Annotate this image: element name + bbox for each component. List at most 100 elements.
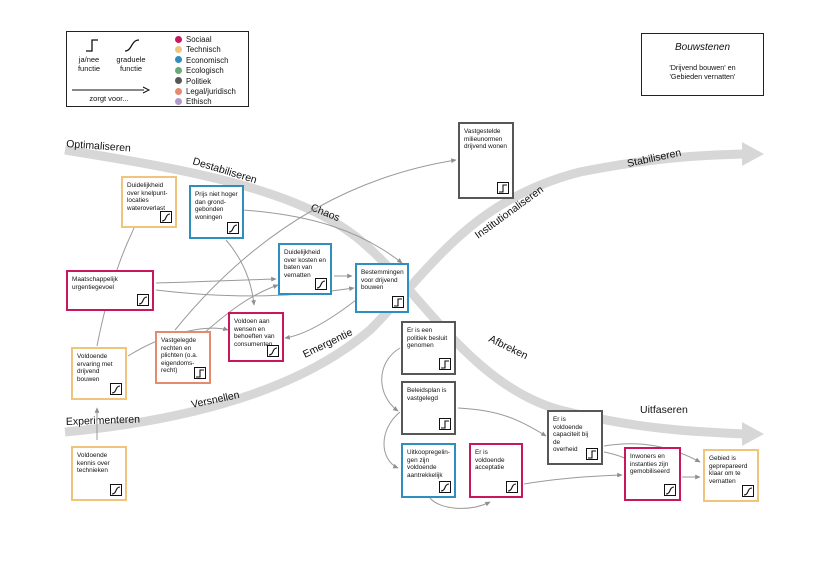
legend-color-dot — [175, 66, 182, 74]
bouwstenen-box: Bouwstenen 'Drijvend bouwen' en 'Gebiede… — [641, 33, 764, 96]
arrow-acceptatie-inwoners — [523, 472, 623, 485]
arrow-rechten-kosten — [195, 284, 279, 341]
box-text: Voldoende kennis over technieken — [77, 452, 110, 475]
box-inwoners: Inwoners en instanties zijn gemobiliseer… — [624, 447, 681, 501]
box-text: Beleidsplan is vastgelegd — [407, 387, 447, 402]
box-milieunormen: Vastgestelde milieunormen drijvend wonen — [458, 122, 514, 199]
legend-leads-to-label: zorgt voor... — [89, 94, 129, 103]
gradual-function-icon — [742, 485, 754, 497]
box-besluit: Er is een politiek besluit genomen — [401, 321, 456, 375]
box-kennis: Voldoende kennis over technieken — [71, 446, 127, 501]
box-text: Duidelijkheid over kosten en baten van v… — [284, 249, 326, 279]
gradual-function-icon — [315, 278, 327, 290]
box-text: Inwoners en instanties zijn gemobiliseer… — [630, 453, 670, 476]
yes-no-function-icon — [194, 367, 206, 379]
legend-category-economisch: Economisch — [175, 56, 228, 66]
box-text: Vastgestelde milieunormen drijvend wonen — [464, 128, 507, 151]
legend-category-sociaal: Sociaal — [175, 35, 212, 45]
yes-no-function-icon — [497, 182, 509, 194]
yes-no-function-icon — [86, 39, 98, 52]
legend-category-label: Ecologisch — [186, 66, 224, 76]
legend: ja/nee functie graduele functie zorgt vo… — [66, 31, 249, 107]
bouwstenen-subtitle: 'Drijvend bouwen' en 'Gebieden vernatten… — [669, 63, 736, 81]
gradual-function-icon — [124, 39, 140, 52]
gradual-function-icon — [664, 484, 676, 496]
gradual-function-icon — [137, 294, 149, 306]
arrow-capaciteit-gebied — [603, 443, 701, 463]
legend-color-dot — [175, 87, 182, 95]
legend-color-dot — [175, 97, 182, 105]
arrow-beleidsplan-uitkoop — [383, 411, 401, 469]
gradual-function-icon — [506, 481, 518, 493]
legend-category-label: Ethisch — [186, 97, 212, 107]
box-gebied: Gebied is geprepareerd klaar om te verna… — [703, 449, 759, 502]
box-knelpunt: Duidelijkheid over knelpunt- locaties wa… — [121, 176, 177, 228]
legend-category-label: Sociaal — [186, 35, 212, 44]
box-text: Er is voldoende capaciteit bij de overhe… — [553, 416, 589, 454]
ascending-curve — [64, 149, 746, 437]
legend-category-label: Legal/juridisch — [186, 87, 236, 96]
legend-category-legal: Legal/juridisch — [175, 87, 236, 97]
phase-uitfaseren: Uitfaseren — [640, 404, 688, 416]
legend-category-label: Economisch — [186, 55, 229, 65]
legend-yes-no-label: ja/nee functie — [77, 55, 101, 73]
gradual-function-icon — [160, 211, 172, 223]
box-text: Voldoen aan wensen en behoeften van cons… — [234, 318, 275, 348]
box-text: Er is een politiek besluit genomen — [407, 327, 448, 350]
box-urgentie: Maatschappelijk urgentiegevoel — [66, 270, 154, 311]
box-text: Er is voldoende acceptatie — [475, 449, 505, 472]
legend-category-ethisch: Ethisch — [175, 97, 212, 107]
phase-optimaliseren: Optimaliseren — [66, 138, 132, 155]
box-wensen: Voldoen aan wensen en behoeften van cons… — [228, 312, 284, 362]
legend-color-dot — [175, 45, 182, 53]
gradual-function-icon — [110, 383, 122, 395]
arrow-besluit-beleidsplan — [381, 347, 401, 412]
box-text: Duidelijkheid over knelpunt- locaties wa… — [127, 182, 168, 212]
legend-color-dot — [175, 56, 182, 64]
box-prijs: Prijs niet hoger dan grond- gebonden won… — [189, 185, 244, 239]
box-text: Prijs niet hoger dan grond- gebonden won… — [195, 191, 238, 221]
gradual-function-icon — [267, 345, 279, 357]
arrow-right-icon — [72, 86, 151, 94]
box-acceptatie: Er is voldoende acceptatie — [469, 443, 523, 498]
legend-category-technisch: Technisch — [175, 45, 221, 55]
yes-no-function-icon — [586, 448, 598, 460]
gradual-function-icon — [439, 481, 451, 493]
arrow-bestemmingen-wensen — [284, 299, 357, 340]
box-ervaring: Voldoende ervaring met drijvend bouwen — [71, 347, 127, 400]
legend-gradual-label: graduele functie — [116, 55, 146, 73]
box-bestemmingen: Bestemmingen voor drijvend bouwen — [355, 263, 409, 313]
box-text: Voldoende ervaring met drijvend bouwen — [77, 353, 113, 383]
gradual-function-icon — [110, 484, 122, 496]
descending-curve-arrowhead — [742, 422, 764, 446]
box-beleidsplan: Beleidsplan is vastgelegd — [401, 381, 456, 435]
box-rechten: Vastgelegde rechten en plichten (o.a. ei… — [155, 331, 211, 384]
arrow-beleidsplan-capaciteit — [457, 407, 547, 437]
legend-category-label: Politiek — [186, 76, 212, 86]
bouwstenen-title: Bouwstenen — [674, 42, 731, 53]
arrow-prijs-wensen — [225, 239, 256, 306]
legend-color-dot — [175, 35, 182, 43]
box-uitkoop: Uitkoopregelin- gen zijn voldoende aantr… — [401, 443, 456, 498]
gradual-function-icon — [227, 222, 239, 234]
ascending-curve-arrowhead — [742, 142, 764, 166]
phase-stabiliseren: Stabiliseren — [626, 147, 682, 170]
yes-no-function-icon — [392, 296, 404, 308]
yes-no-function-icon — [439, 358, 451, 370]
phase-afbreken: Afbreken — [487, 333, 530, 362]
arrow-uitkoop-acceptatie — [429, 497, 491, 509]
box-capaciteit: Er is voldoende capaciteit bij de overhe… — [547, 410, 603, 465]
box-kosten: Duidelijkheid over kosten en baten van v… — [278, 243, 332, 295]
box-text: Uitkoopregelin- gen zijn voldoende aantr… — [407, 449, 450, 479]
arrow-urgentie-kosten — [155, 276, 277, 284]
yes-no-function-icon — [439, 418, 451, 430]
legend-category-ecologisch: Ecologisch — [175, 66, 224, 76]
box-text: Gebied is geprepareerd klaar om te verna… — [709, 455, 748, 485]
arrow-urgentie-bestemmingen — [155, 286, 355, 297]
box-text: Vastgelegde rechten en plichten (o.a. ei… — [161, 337, 198, 375]
arrow-rechten-milieunormen — [174, 158, 457, 331]
legend-category-label: Technisch — [186, 45, 221, 55]
box-text: Bestemmingen voor drijvend bouwen — [361, 269, 404, 292]
arrow-prijs-bestemmingen — [242, 209, 403, 264]
